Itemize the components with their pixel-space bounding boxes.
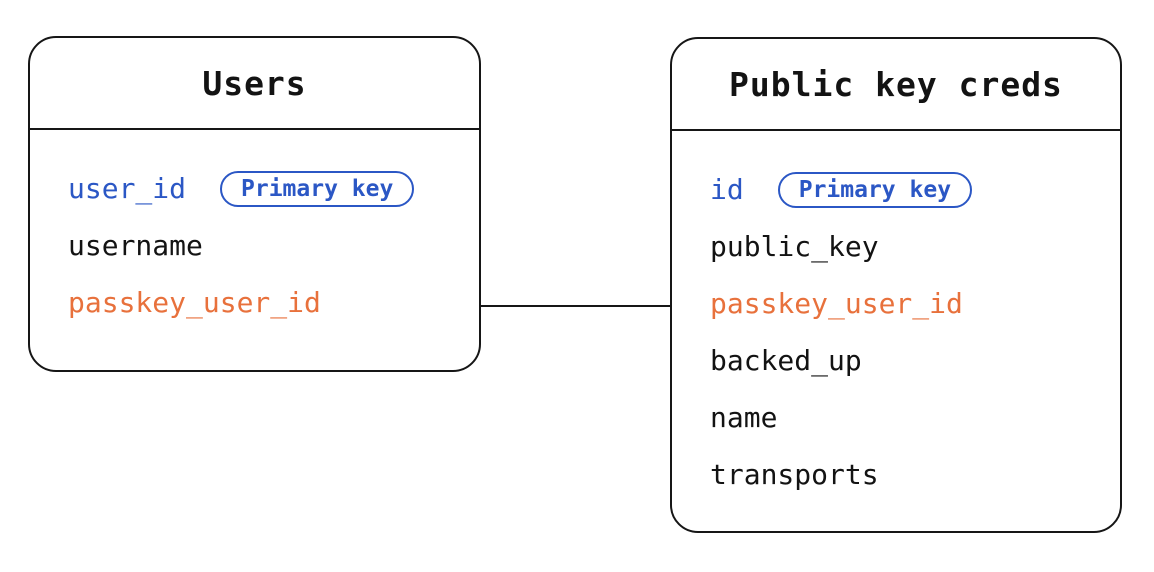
field-passkey-user-id: passkey_user_id [68,286,321,319]
field-row-name: name [710,389,1082,446]
field-id: id [710,173,744,206]
primary-key-badge: Primary key [220,170,415,207]
field-user-id: user_id [68,172,187,205]
table-public-key-creds: Public key creds id Primary key public_k… [670,37,1122,533]
field-public-key: public_key [710,230,879,263]
field-row-passkey-user-id: passkey_user_id [710,275,1082,332]
field-transports: transports [710,458,879,491]
relationship-line [481,305,670,307]
field-row-passkey-user-id: passkey_user_id [68,274,441,331]
field-row-username: username [68,217,441,274]
table-users: Users user_id Primary key username passk… [28,36,481,372]
field-row-transports: transports [710,446,1082,503]
primary-key-badge: Primary key [777,171,973,208]
table-users-fields: user_id Primary key username passkey_use… [30,130,479,331]
field-row-id: id Primary key [710,161,1082,218]
table-public-key-creds-fields: id Primary key public_key passkey_user_i… [672,131,1120,503]
field-row-backed-up: backed_up [710,332,1082,389]
field-name: name [710,401,778,434]
table-users-title: Users [30,38,479,130]
field-row-user-id: user_id Primary key [68,160,441,217]
field-passkey-user-id: passkey_user_id [710,287,963,320]
field-row-public-key: public_key [710,218,1082,275]
table-public-key-creds-title: Public key creds [672,39,1120,131]
field-backed-up: backed_up [710,344,862,377]
field-username: username [68,229,203,262]
